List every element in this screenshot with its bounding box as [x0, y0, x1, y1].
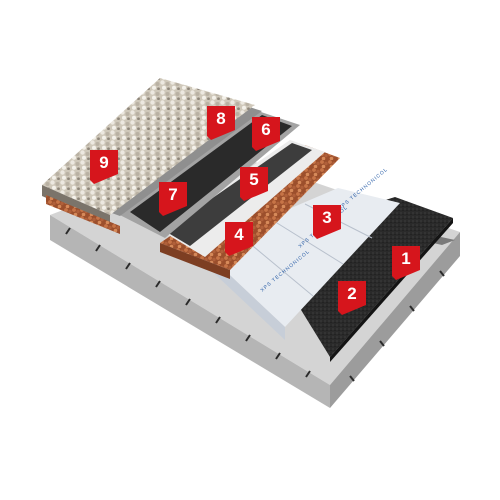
- layer-marker-9: 9: [90, 150, 118, 184]
- insulation-top: [200, 188, 400, 327]
- layer-marker-2: 2: [338, 281, 366, 315]
- layer-markers: 1 2 3 4 5 6 7 8: [90, 106, 420, 315]
- svg-text:8: 8: [216, 109, 225, 128]
- svg-text:5: 5: [249, 170, 258, 189]
- drainage-front: [160, 243, 230, 279]
- svg-text:6: 6: [261, 120, 270, 139]
- layer-marker-3: 3: [313, 205, 341, 239]
- svg-text:3: 3: [322, 208, 331, 227]
- layer-marker-4: 4: [225, 222, 253, 256]
- membrane-edge: [330, 218, 453, 362]
- layer-marker-6: 6: [252, 117, 280, 151]
- layer-marker-5: 5: [240, 167, 268, 201]
- svg-text:1: 1: [401, 249, 410, 268]
- svg-text:7: 7: [168, 185, 177, 204]
- svg-text:4: 4: [234, 225, 244, 244]
- svg-text:9: 9: [99, 153, 108, 172]
- rebar-ends: [65, 227, 445, 382]
- layer-marker-1: 1: [392, 246, 420, 280]
- slab-side-face: [330, 232, 460, 408]
- layer-marker-8: 8: [207, 106, 235, 140]
- ballast-clay-base: [46, 195, 120, 234]
- svg-text:2: 2: [347, 284, 356, 303]
- slab-front-face: [50, 215, 330, 408]
- layer-marker-7: 7: [159, 182, 187, 216]
- separation-dark-strip: [165, 143, 312, 246]
- board-joint: [268, 217, 344, 265]
